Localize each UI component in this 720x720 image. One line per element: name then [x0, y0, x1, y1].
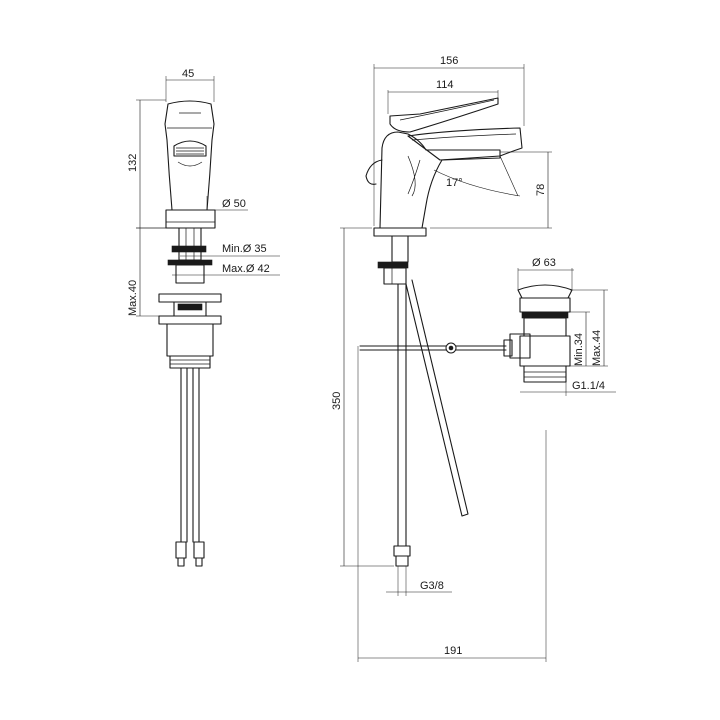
dim-overall-length: 156 — [440, 55, 458, 67]
dim-waste-max: Max.44 — [591, 330, 603, 366]
dim-flex-length: 350 — [331, 392, 343, 410]
dim-tilt-angle: 17° — [446, 177, 463, 189]
front-base — [165, 209, 216, 229]
side-flex-hose — [397, 283, 407, 547]
dim-front-width: 45 — [182, 68, 194, 80]
side-lever — [389, 97, 499, 133]
dim-handle-length: 114 — [436, 79, 454, 91]
side-base — [373, 227, 427, 237]
waste-assembly — [509, 284, 573, 383]
dim-hole-min: Min.Ø 35 — [222, 243, 267, 255]
dim-outlet-diameter: Ø 50 — [222, 198, 246, 210]
dim-hole-max: Max.Ø 42 — [222, 263, 270, 275]
dim-waste-diameter: Ø 63 — [532, 257, 556, 269]
dim-flex-thread: G3/8 — [420, 580, 444, 592]
side-tap-body — [379, 131, 501, 229]
dim-front-height: 132 — [127, 154, 139, 172]
dim-waste-min: Min.34 — [573, 333, 585, 366]
front-outlet — [173, 140, 207, 157]
front-waste-flange — [158, 293, 222, 303]
dim-waste-thread: G1.1/4 — [572, 380, 605, 392]
front-view: 45 132 Ø 50 Min.Ø 35 Max.Ø 42 Max.40 — [127, 68, 280, 567]
front-tap-body — [164, 100, 215, 211]
dim-deck-max: Max.40 — [127, 280, 139, 316]
side-view: 156 114 78 17° 350 G3/8 191 Ø 63 — [331, 55, 616, 662]
dim-total-projection: 191 — [444, 645, 462, 657]
dim-spout-height: 78 — [535, 184, 547, 196]
side-linkage — [359, 345, 507, 351]
side-spout — [407, 127, 523, 161]
side-pull-rod — [405, 279, 469, 517]
front-stud — [178, 227, 202, 261]
front-flex-hoses — [180, 367, 200, 543]
